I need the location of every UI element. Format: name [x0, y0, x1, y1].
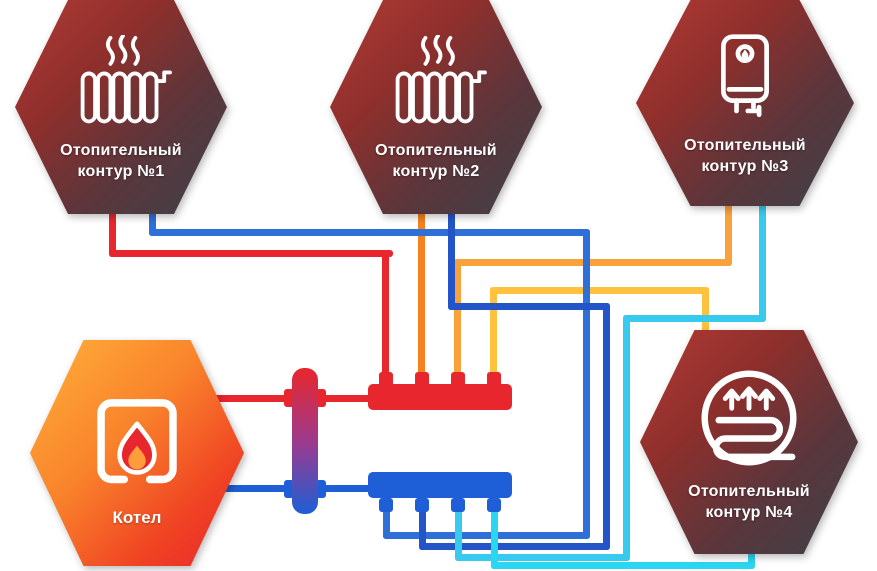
node-label: Отопительный контур №1: [60, 141, 182, 183]
pipe-supply-circuit1: [109, 250, 393, 257]
pipe-separator-supply: [316, 395, 372, 402]
pipe-return-circuit2: [419, 543, 610, 550]
radiator-icon: [68, 34, 174, 131]
label-line: контур №2: [392, 163, 480, 180]
node-circuit2-hex: Отопительный контур №2: [330, 0, 542, 214]
label-line: Отопительный: [684, 137, 806, 155]
separator-port: [284, 389, 294, 407]
supply-manifold: [368, 384, 512, 410]
pipe-return-circuit1: [149, 229, 590, 236]
pipe-return-circuit2: [603, 303, 610, 550]
return-manifold: [368, 472, 512, 498]
pipe-return-circuit3: [455, 498, 462, 561]
pipe-supply-circuit4: [490, 287, 709, 294]
node-boiler: Котел: [30, 340, 244, 566]
pipe-boiler-supply: [210, 395, 294, 402]
label-line: контур №1: [77, 163, 165, 180]
water-heater-icon: [698, 32, 792, 126]
label-line: контур №3: [701, 158, 789, 175]
pipe-return-circuit1: [383, 532, 590, 539]
pipe-supply-circuit3: [454, 259, 732, 266]
pipe-return-circuit3: [623, 315, 630, 561]
pipe-supply-circuit1: [109, 206, 116, 257]
pipe-separator-return: [316, 485, 372, 492]
return-manifold-port: [415, 498, 429, 512]
return-manifold-port: [487, 498, 501, 512]
boiler-icon: [79, 382, 195, 498]
node-circuit3-hex: Отопительный контур №3: [636, 0, 854, 206]
pipe-supply-circuit3: [725, 202, 732, 266]
pipe-supply-circuit1: [382, 250, 389, 384]
pipe-supply-circuit4: [490, 287, 497, 384]
pipe-return-circuit3: [623, 315, 766, 322]
pipe-return-circuit2: [448, 303, 610, 310]
radiator-icon: [383, 34, 489, 131]
pipe-return-circuit2: [419, 498, 426, 550]
pipe-return-circuit4: [491, 562, 755, 569]
return-manifold-port: [451, 498, 465, 512]
pipe-boiler-return: [210, 485, 294, 492]
separator-port: [316, 480, 326, 498]
node-label: Отопительный контур №4: [688, 482, 810, 524]
label-line: Отопительный: [60, 142, 182, 160]
pipe-return-circuit1: [149, 206, 156, 236]
return-manifold-port: [379, 498, 393, 512]
pipe-supply-circuit3: [454, 259, 461, 384]
label-line: контур №4: [705, 504, 793, 521]
label-line: Отопительный: [688, 483, 810, 501]
supply-manifold-port: [379, 372, 393, 386]
pipe-return-circuit4: [748, 546, 755, 569]
pipe-return-circuit2: [448, 206, 455, 310]
pipe-supply-circuit2: [418, 206, 425, 384]
underfloor-heating-icon: [695, 364, 803, 472]
node-label: Отопительный контур №2: [375, 141, 497, 183]
node-circuit4: Отопительный контур №4: [640, 330, 858, 554]
pipe-return-circuit4: [491, 498, 498, 569]
node-circuit1: Отопительный контур №1: [15, 0, 227, 214]
supply-manifold-port: [415, 372, 429, 386]
label-line: Отопительный: [375, 142, 497, 160]
separator-port: [284, 480, 294, 498]
pipe-return-circuit1: [583, 229, 590, 539]
separator-port: [316, 389, 326, 407]
pipe-return-circuit1: [383, 498, 390, 539]
supply-manifold-port: [487, 372, 501, 386]
hydraulic-separator: [292, 368, 318, 514]
supply-manifold-port: [451, 372, 465, 386]
node-label: Отопительный контур №3: [684, 136, 806, 178]
pipe-supply-circuit4: [702, 287, 709, 334]
node-circuit1-hex: Отопительный контур №1: [15, 0, 227, 214]
node-label: Котел: [112, 508, 162, 527]
pipe-return-circuit3: [455, 554, 630, 561]
node-circuit3: Отопительный контур №3: [636, 0, 854, 206]
node-circuit2: Отопительный контур №2: [330, 0, 542, 214]
node-boiler-hex: Котел: [30, 340, 244, 566]
pipe-return-circuit3: [759, 202, 766, 322]
node-circuit4-hex: Отопительный контур №4: [640, 330, 858, 554]
